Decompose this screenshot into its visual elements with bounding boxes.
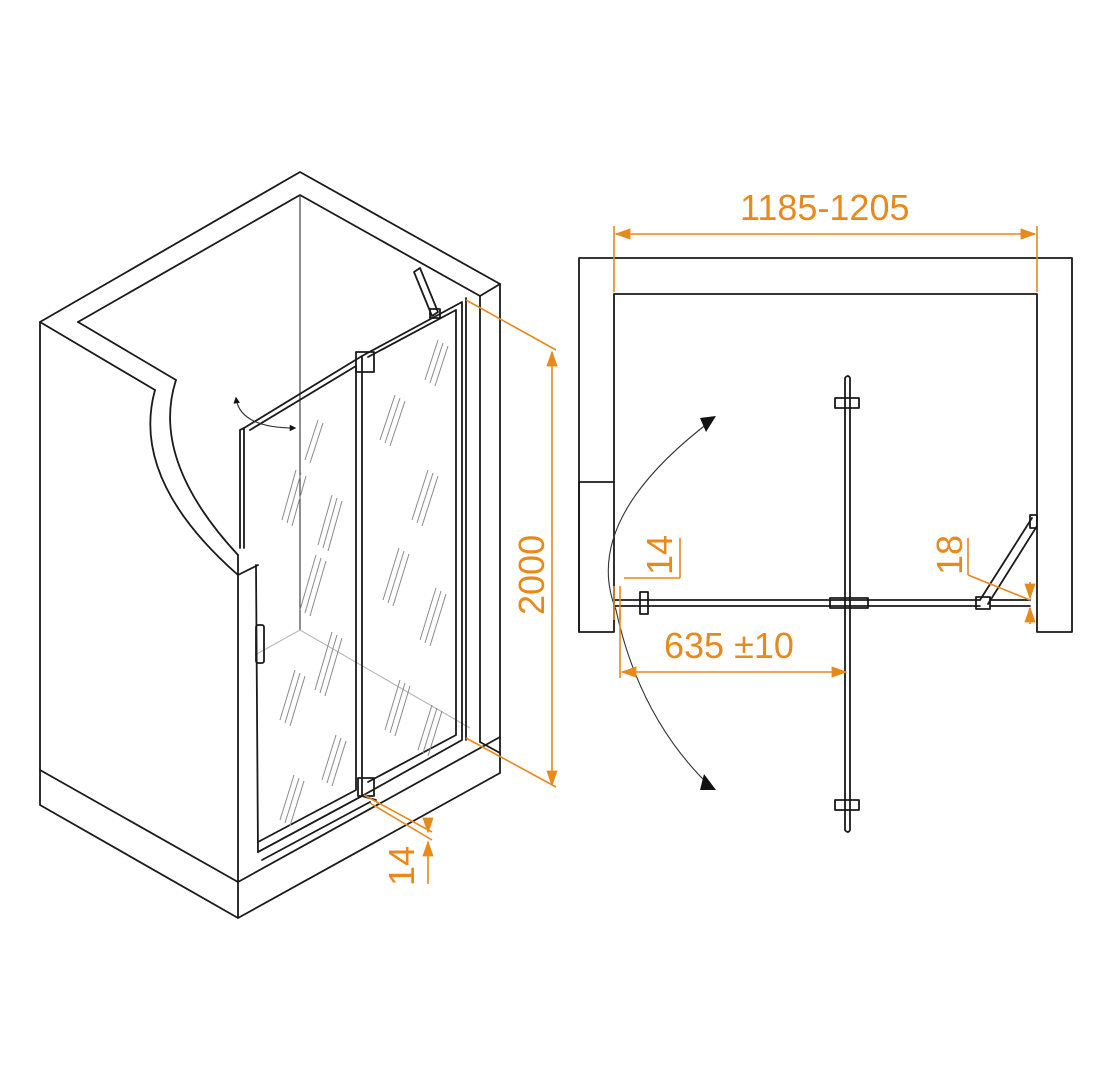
glass-line bbox=[613, 599, 981, 607]
base-plinth bbox=[39, 736, 501, 883]
door-panel-frame bbox=[243, 355, 363, 853]
opening-dimension: 635 ±10 bbox=[619, 610, 848, 678]
glass-texture bbox=[279, 339, 449, 827]
fixed-panel-frame bbox=[361, 301, 463, 797]
plan-view: 1185-1205 635 ±10 14 18 bbox=[578, 187, 1073, 833]
width-label: 1185-1205 bbox=[740, 187, 910, 228]
plan-wall bbox=[578, 257, 1073, 633]
plan-stabilizer bbox=[979, 517, 1038, 605]
open-door-panel bbox=[844, 375, 851, 833]
opening-label: 635 ±10 bbox=[664, 625, 794, 666]
left-profile-dimension: 14 bbox=[613, 535, 681, 620]
door-swing-arc bbox=[607, 419, 713, 789]
threshold-dimension: 14 bbox=[363, 794, 434, 886]
height-dimension: 2000 bbox=[465, 299, 558, 788]
stabilizer-bar bbox=[413, 267, 439, 317]
curved-wall-cut bbox=[169, 379, 239, 556]
door-handle bbox=[255, 624, 265, 664]
left-profile-label: 14 bbox=[639, 535, 680, 575]
wall-outline bbox=[39, 171, 501, 919]
width-dimension: 1185-1205 bbox=[613, 187, 1038, 292]
right-profile-dimension: 18 bbox=[929, 535, 1036, 624]
right-profile-label: 18 bbox=[929, 535, 970, 575]
wall-inner-top bbox=[77, 194, 481, 323]
isometric-view: 2000 14 bbox=[39, 171, 558, 919]
door-swing-arrow bbox=[233, 396, 297, 432]
height-label: 2000 bbox=[511, 535, 552, 615]
hinge-top bbox=[355, 351, 375, 373]
threshold-label: 14 bbox=[381, 846, 422, 886]
